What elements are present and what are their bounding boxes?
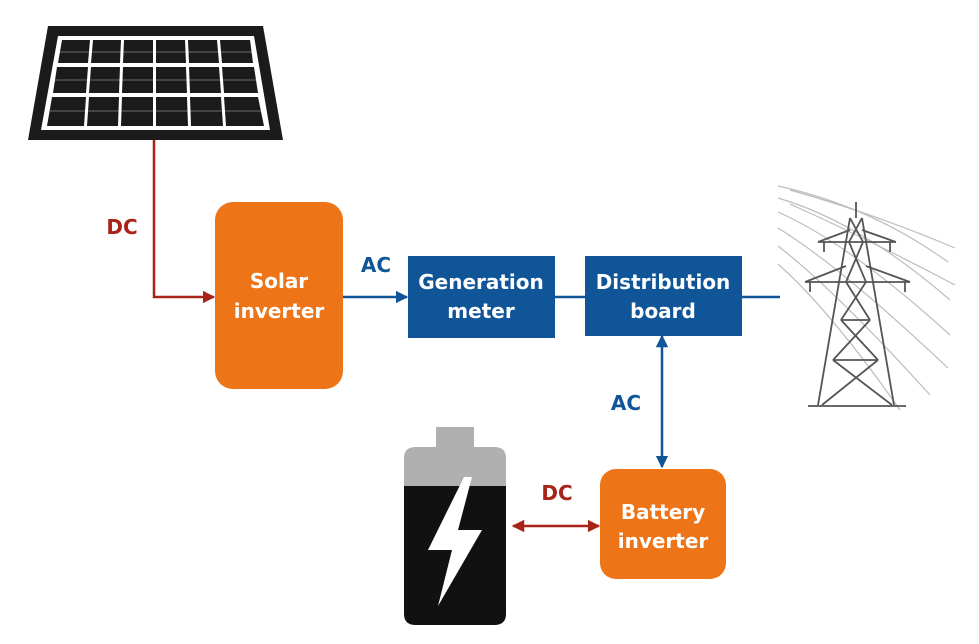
distribution-board-label-line1: Distribution bbox=[596, 270, 731, 294]
solar-inverter-label-line2: inverter bbox=[234, 299, 325, 323]
distribution-board-label-line2: board bbox=[630, 299, 696, 323]
battery-inverter-label-line2: inverter bbox=[618, 529, 709, 553]
battery-icon bbox=[404, 427, 506, 625]
dc-label-battery: DC bbox=[541, 481, 572, 505]
generation-meter-box: Generation meter bbox=[408, 256, 555, 338]
ac-label-board: AC bbox=[611, 391, 641, 415]
power-tower-icon bbox=[777, 185, 956, 411]
solar-inverter-box: Solar inverter bbox=[215, 202, 343, 389]
generation-meter-label-line2: meter bbox=[447, 299, 515, 323]
distribution-board-box: Distribution board bbox=[585, 256, 742, 336]
dc-label-solar: DC bbox=[106, 215, 137, 239]
generation-meter-label-line1: Generation bbox=[418, 270, 544, 294]
dc-connector-panel-to-solar-inverter bbox=[152, 140, 216, 304]
ac-label-solar-inverter: AC bbox=[361, 253, 391, 277]
battery-inverter-box: Battery inverter bbox=[600, 469, 726, 579]
solar-inverter-label-line1: Solar bbox=[250, 269, 308, 293]
solar-panel-icon bbox=[28, 26, 283, 140]
lightning-bolt-icon bbox=[428, 477, 482, 606]
battery-inverter-label-line1: Battery bbox=[621, 500, 705, 524]
